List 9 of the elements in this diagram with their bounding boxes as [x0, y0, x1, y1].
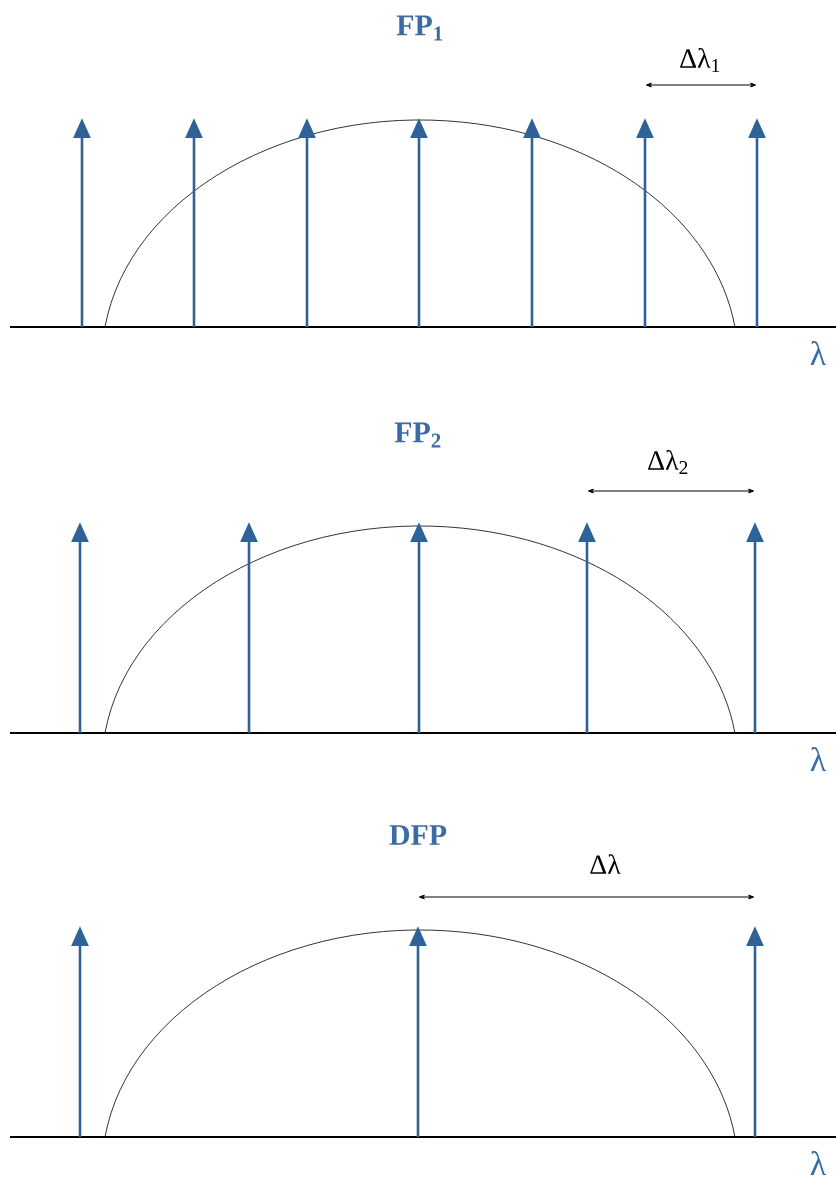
panel-title: FP$_{1}$: [396, 15, 443, 41]
dimension-label: Δλ$_{2}$: [648, 450, 688, 475]
dimension-label: Δλ: [590, 854, 621, 874]
axis-label: λ: [810, 747, 827, 771]
dimension-label: Δλ$_{1}$: [680, 48, 720, 72]
axis-label: λ: [810, 341, 827, 365]
panel-title: FP$_{2}$: [394, 422, 441, 448]
axis-label: λ: [810, 1151, 827, 1175]
panel-title: DFP: [389, 825, 447, 845]
